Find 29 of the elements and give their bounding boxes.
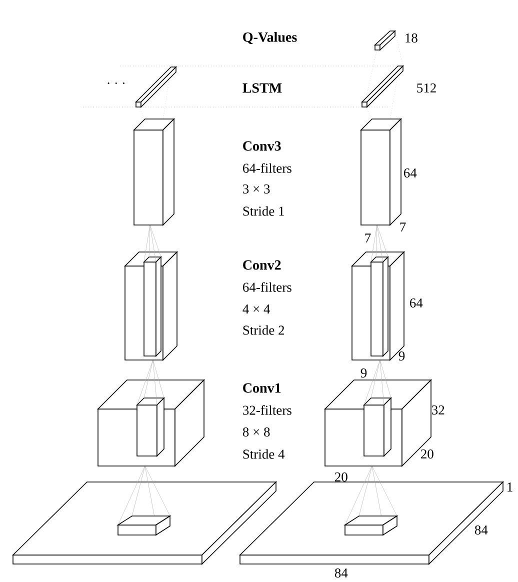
layer-title: Q-Values [243,32,297,44]
dimension-label: 9 [398,351,405,361]
dimension-label: 512 [417,83,436,93]
layer-title: Conv3 [243,141,281,151]
layer-title: Conv2 [243,260,281,270]
layer-title: Conv1 [243,383,281,393]
dimension-label: 64 [410,298,423,308]
dimension-label: 64 [404,168,417,178]
dimension-label: 9 [360,368,367,378]
ellipsis: · · · [108,82,124,84]
layer-spec: 32-filters [243,405,292,415]
layer-spec: 4 × 4 [242,304,270,314]
layer-spec: 64-filters [242,163,292,173]
dimension-label: 1 [508,482,512,492]
dimension-label: 32 [432,405,444,415]
dimension-label: 84 [474,525,488,535]
dimension-label: 20 [335,472,348,482]
layer-spec: Stride 4 [243,449,285,459]
dimension-label: 7 [400,222,406,232]
layer-title: LSTM [242,83,282,93]
dimension-label: 7 [365,234,371,242]
dimension-label: 18 [406,33,418,43]
layer-spec: 64-filters [242,282,292,292]
layer-spec: 3 × 3 [243,184,270,194]
dimension-label: 20 [421,449,434,459]
dimension-label: 84 [334,568,348,578]
layer-spec: Stride 2 [243,325,284,335]
layer-spec: Stride 1 [243,206,284,216]
layer-spec: 8 × 8 [242,427,270,437]
